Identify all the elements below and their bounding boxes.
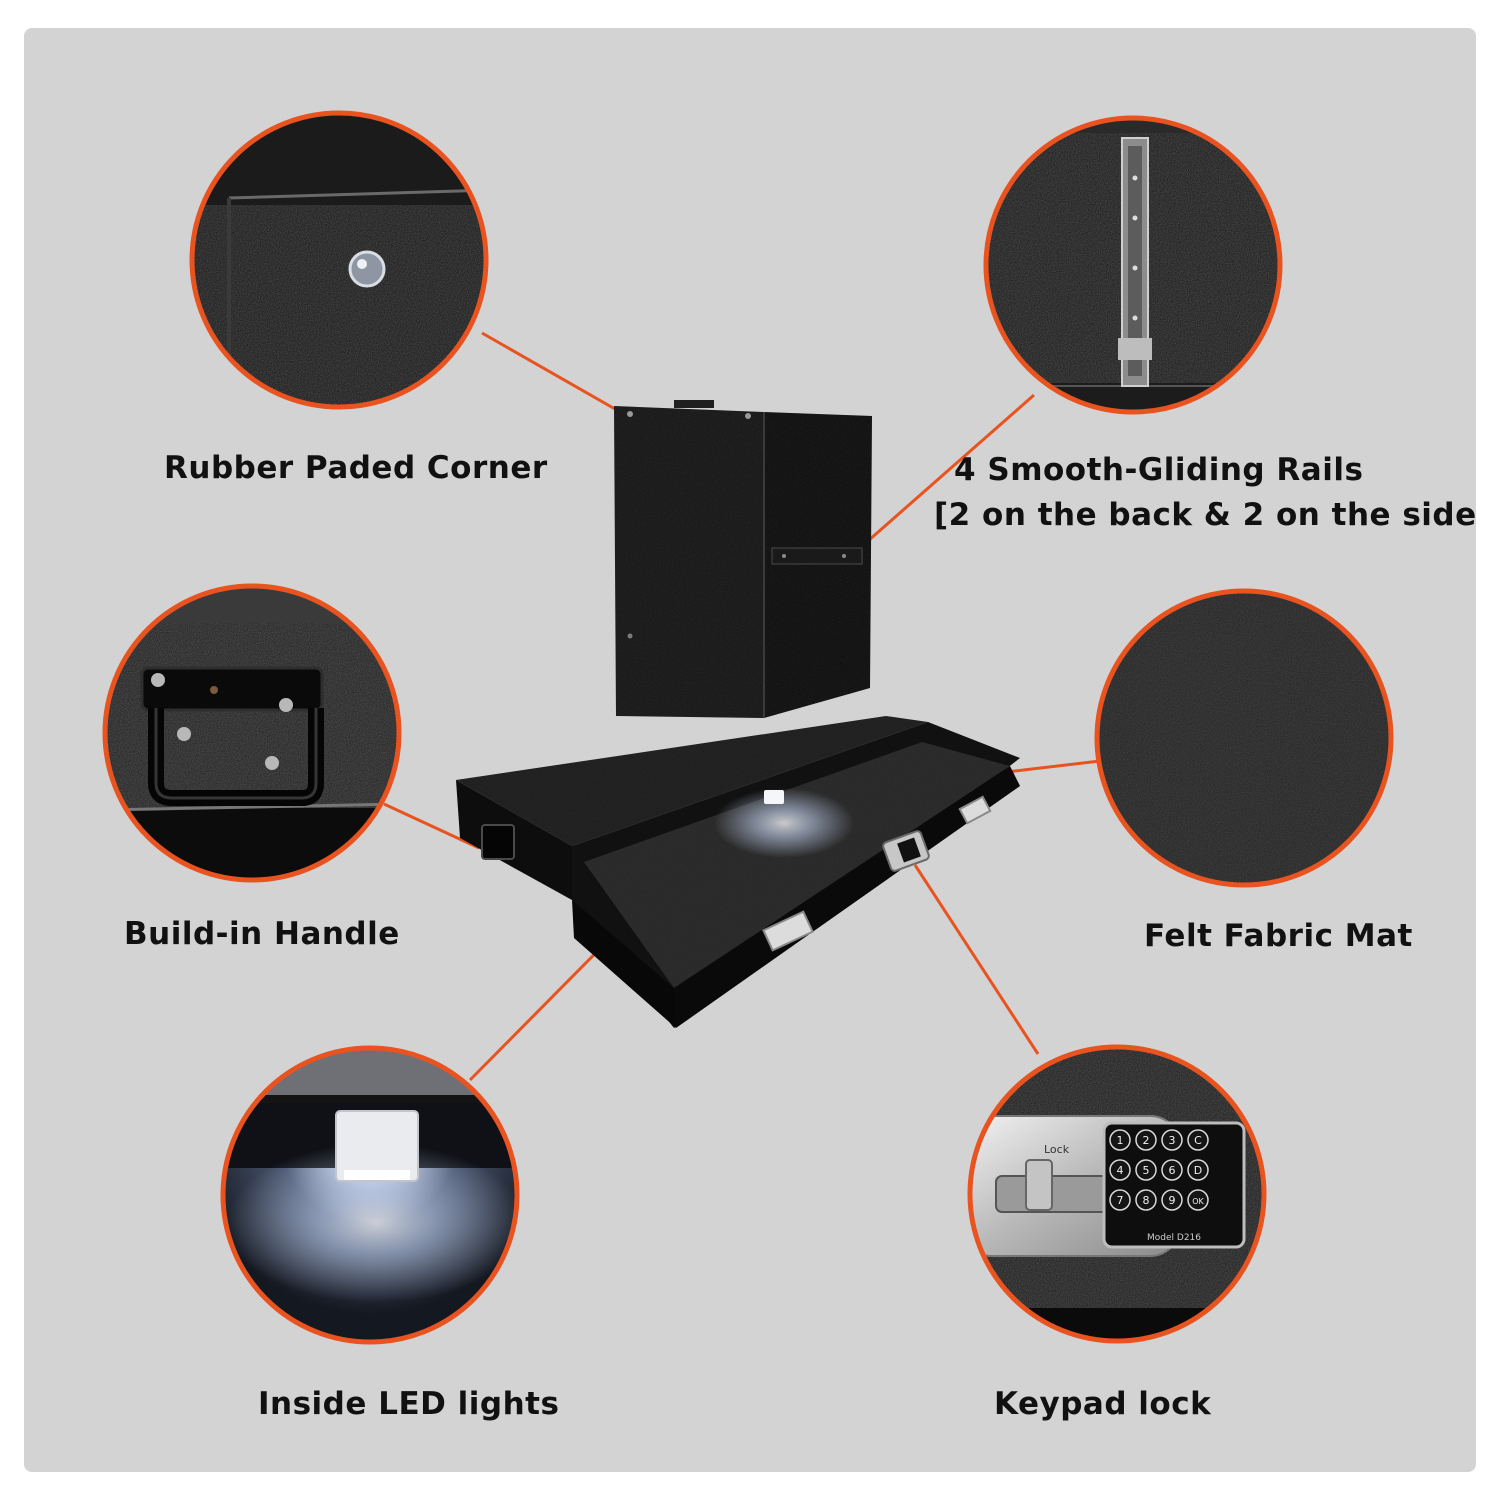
keypad-key <box>1161 1159 1183 1181</box>
label-handle: Build-in Handle <box>124 916 400 952</box>
zoom-circle-led <box>220 1045 520 1345</box>
keypad-key <box>1161 1129 1183 1151</box>
keypad-key-label: 8 <box>1143 1194 1150 1207</box>
keypad-key <box>1135 1159 1157 1181</box>
keypad-key-label: OK <box>1192 1197 1204 1206</box>
connector-rails <box>851 393 1035 557</box>
keypad-key-label: 2 <box>1143 1134 1150 1147</box>
label-rails-line1: 4 Smooth-Gliding Rails <box>954 452 1364 488</box>
keypad-key <box>1187 1189 1209 1211</box>
led-light-icon <box>335 1110 419 1182</box>
keypad-key <box>1187 1129 1209 1151</box>
keypad-key-label: 5 <box>1143 1164 1150 1177</box>
zoom-circle-rubber-corner <box>189 110 489 410</box>
keypad-key-label: D <box>1194 1164 1202 1177</box>
zoom-circle-keypad: Lock 1 2 3 C 4 5 6 D 7 8 9 OK Model D216 <box>967 1044 1267 1344</box>
keypad-key <box>1135 1129 1157 1151</box>
zoom-circle-handle <box>102 583 402 883</box>
keypad-panel <box>1102 1121 1246 1249</box>
keypad-key <box>1161 1189 1183 1211</box>
keypad-key-label: 6 <box>1169 1164 1176 1177</box>
rubber-bumper-icon <box>348 250 386 288</box>
safe-upright-view <box>614 400 872 718</box>
safe-drawer-view <box>456 716 1020 1028</box>
keypad-key <box>1109 1159 1131 1181</box>
connector-handle <box>383 802 480 850</box>
keypad-key-label: 4 <box>1117 1164 1124 1177</box>
label-keypad-lock: Keypad lock <box>994 1386 1212 1422</box>
keypad-key <box>1187 1159 1209 1181</box>
keypad-key <box>1109 1189 1131 1211</box>
label-rubber-corner: Rubber Paded Corner <box>164 450 548 486</box>
knob-icon <box>995 1175 1113 1213</box>
keypad-key-label: C <box>1194 1134 1202 1147</box>
label-felt-mat: Felt Fabric Mat <box>1144 918 1413 954</box>
keypad-keys: 1 2 3 C 4 5 6 D 7 8 9 OK <box>1109 1129 1209 1211</box>
zoom-circle-rails <box>983 115 1283 415</box>
keypad-key-label: 1 <box>1117 1134 1124 1147</box>
handle-icon <box>140 666 324 806</box>
zoom-circle-felt-mat <box>1094 588 1394 888</box>
infographic-panel: Lock 1 2 3 C 4 5 6 D 7 8 9 OK Model D216 <box>24 28 1476 1472</box>
keypad-key-label: 9 <box>1169 1194 1176 1207</box>
connector-corner <box>481 331 623 415</box>
keypad-key <box>1109 1129 1131 1151</box>
label-led-lights: Inside LED lights <box>258 1386 560 1422</box>
led-icon-small <box>764 790 784 804</box>
side-handle-icon <box>481 824 515 860</box>
keypad-key-label: 7 <box>1117 1194 1124 1207</box>
connector-keypad <box>913 864 1040 1055</box>
infographic-scene: Lock 1 2 3 C 4 5 6 D 7 8 9 OK Model D216 <box>102 110 1394 1345</box>
label-rails-line2: [2 on the back & 2 on the side] <box>934 497 1476 533</box>
keypad-key-label: 3 <box>1169 1134 1176 1147</box>
keypad-model-text: Model D216 <box>1147 1233 1201 1243</box>
keypad-key <box>1135 1189 1157 1211</box>
lock-text: Lock <box>1044 1143 1070 1156</box>
